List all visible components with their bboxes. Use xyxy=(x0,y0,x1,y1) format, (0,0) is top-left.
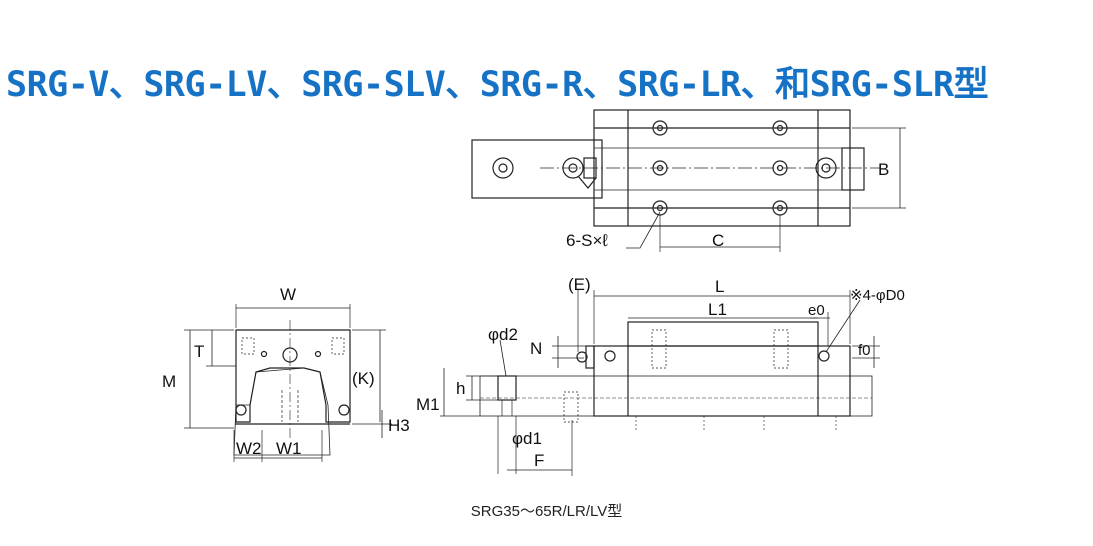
label-W1: W1 xyxy=(276,439,302,458)
end-view xyxy=(184,304,392,462)
label-d1: φd1 xyxy=(512,429,542,448)
figure-caption: SRG35～65R/LR/LV型 xyxy=(0,500,1093,521)
label-K: (K) xyxy=(352,369,375,388)
label-e0: e0 xyxy=(808,302,825,319)
label-C: C xyxy=(712,231,724,250)
label-L1: L1 xyxy=(708,300,727,319)
label-H3: H3 xyxy=(388,416,410,435)
page-title: SRG-V、SRG-LV、SRG-SLV、SRG-R、SRG-LR、和SRG-S… xyxy=(6,65,989,105)
label-W: W xyxy=(280,285,296,304)
label-L: L xyxy=(715,277,724,296)
label-6-S-l: 6-S×ℓ xyxy=(566,231,608,250)
label-W2: W2 xyxy=(236,439,262,458)
label-M1: M1 xyxy=(416,395,440,414)
label-B: B xyxy=(878,160,889,179)
label-D0: ※4-φD0 xyxy=(850,287,905,304)
label-f0: f0 xyxy=(858,342,871,359)
caption-text: SRG35～65R/LR/LV型 xyxy=(470,503,623,520)
top-view xyxy=(471,109,906,252)
side-view xyxy=(440,290,880,476)
label-E: (E) xyxy=(568,275,591,294)
label-T: T xyxy=(194,342,204,361)
label-M: M xyxy=(162,372,176,391)
label-N: N xyxy=(530,339,542,358)
label-F: F xyxy=(534,451,544,470)
label-h: h xyxy=(456,379,465,398)
label-d2: φd2 xyxy=(488,325,518,344)
